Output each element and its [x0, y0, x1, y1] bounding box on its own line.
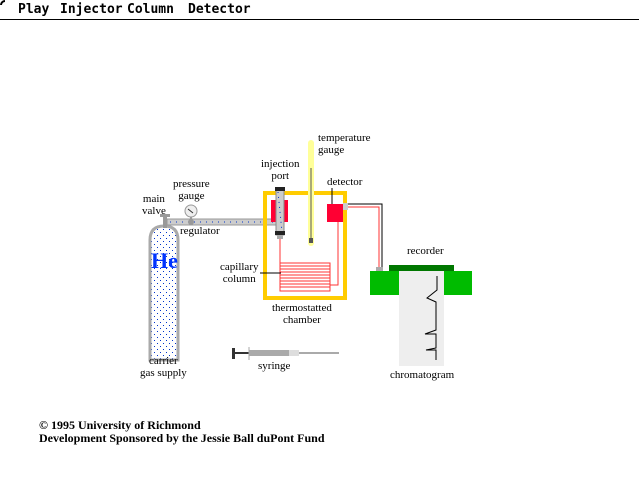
menu-bar: Play Injector Column Detector [0, 0, 639, 20]
main-valve[interactable] [160, 214, 170, 228]
temperature-gauge[interactable] [308, 140, 314, 246]
sponsor-text: Development Sponsored by the Jessie Ball… [39, 431, 325, 445]
syringe[interactable] [232, 347, 339, 360]
capillary-column[interactable] [279, 222, 339, 292]
thermostatted-chamber[interactable] [263, 191, 347, 300]
chromatogram-trace [424, 276, 438, 360]
recorder[interactable] [370, 265, 472, 366]
detector[interactable] [327, 203, 383, 269]
helium-symbol: He [151, 248, 178, 273]
syringe-label: syringe [258, 360, 291, 372]
chromatogram-label: chromatogram [390, 369, 455, 381]
pressure-gauge[interactable] [184, 204, 198, 225]
gas-cylinder[interactable] [148, 224, 180, 362]
regulator-label: regulator [180, 225, 220, 237]
menu-injector[interactable]: Injector [60, 2, 123, 17]
menu-column[interactable]: Column [127, 2, 174, 17]
window-corner [0, 0, 5, 5]
menu-detector[interactable]: Detector [188, 2, 251, 17]
copyright-text: © 1995 University of Richmond [39, 418, 201, 432]
menu-play[interactable]: Play [18, 2, 50, 17]
injection-port[interactable] [271, 187, 288, 239]
recorder-label: recorder [407, 245, 444, 257]
detector-label: detector [327, 176, 363, 188]
